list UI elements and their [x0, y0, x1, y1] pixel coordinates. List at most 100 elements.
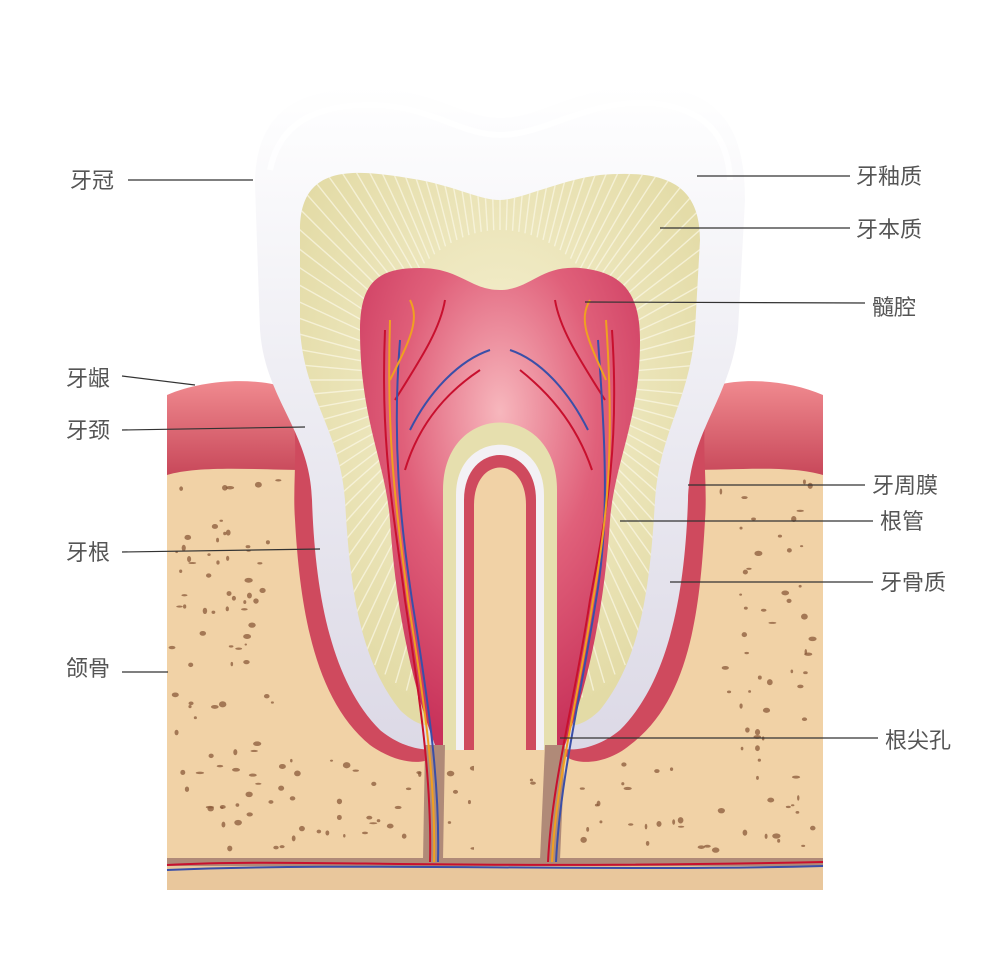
label-root: 牙根: [66, 541, 110, 566]
bone-pore: [644, 823, 648, 830]
bone-pore: [717, 807, 725, 814]
bone-pore: [768, 621, 777, 624]
bone-pore: [174, 729, 179, 736]
bone-pore: [179, 486, 184, 491]
bone-pore: [257, 562, 263, 565]
dentin-tubule: [345, 172, 421, 269]
bone-pore: [235, 803, 240, 807]
bone-pore: [325, 830, 330, 836]
bone-pore: [216, 764, 224, 768]
bone-pore: [244, 577, 253, 583]
bone-pore: [245, 791, 253, 798]
bone-pore: [294, 770, 301, 777]
dentin-tubule: [394, 172, 447, 247]
bone-pore: [188, 705, 192, 709]
bone-pore: [376, 819, 381, 823]
dentin-tubule: [553, 172, 606, 247]
bone-pore: [401, 833, 407, 839]
bone-pore: [760, 608, 767, 612]
bone-pore: [416, 771, 422, 775]
bone-pore: [628, 823, 634, 826]
label-cementum: 牙骨质: [880, 571, 946, 596]
bone-pore: [739, 703, 743, 709]
dentin-tubule: [364, 172, 431, 259]
bone-pore: [232, 767, 240, 772]
bone-pore: [253, 741, 262, 747]
bone-pore: [226, 555, 230, 561]
dentin-tubule: [300, 394, 381, 417]
bone-pore: [447, 821, 452, 824]
bone-pore: [807, 482, 813, 489]
dentin-tubule: [300, 410, 383, 452]
bone-pore: [211, 610, 216, 614]
dentin-tubule: [475, 172, 489, 231]
bone-pore: [222, 484, 228, 491]
dentin-tubule: [596, 179, 687, 293]
dentin-tubule: [542, 172, 584, 241]
bone-pore: [298, 825, 305, 832]
bone-pore: [711, 847, 720, 853]
bone-pore: [739, 526, 743, 530]
bone-pore: [801, 613, 808, 620]
bone-pore: [795, 810, 800, 814]
bone-pore: [790, 669, 794, 674]
bone-pore: [270, 701, 274, 704]
dentin-tubule: [405, 172, 452, 244]
bone-pore: [245, 545, 251, 549]
bone-pore: [278, 785, 285, 791]
bone-pore: [259, 587, 266, 594]
bone-pore: [371, 781, 377, 787]
dentin-tubule: [451, 172, 476, 234]
label-dentin: 牙本质: [856, 218, 922, 243]
dentin-tubule: [354, 172, 426, 264]
bone-pore: [772, 833, 781, 839]
label-crown: 牙冠: [70, 169, 114, 194]
bone-pore: [180, 769, 186, 775]
bone-pore: [231, 595, 236, 601]
bone-pore: [352, 769, 359, 772]
bone-pore: [798, 584, 802, 588]
bone-pore: [669, 767, 674, 772]
label-neck: 牙颈: [66, 419, 110, 444]
bone-pore: [810, 825, 816, 831]
dentin-tubule: [336, 172, 416, 275]
bone-pore: [241, 608, 248, 611]
bone-pore: [234, 819, 242, 826]
dentin-tubule: [463, 172, 482, 232]
bone-pore: [757, 675, 762, 680]
label-periodontal-membrane: 牙周膜: [872, 474, 938, 499]
bone-pore: [290, 758, 293, 763]
dentin-tubule: [320, 172, 408, 287]
bone-pore: [244, 643, 248, 646]
bone-pore: [621, 782, 625, 786]
label-pulp-cavity: 髓腔: [872, 296, 916, 321]
bone-pore: [193, 716, 197, 720]
bone-pore: [243, 600, 247, 604]
bone-pore: [697, 845, 705, 849]
bone-pore: [208, 753, 214, 759]
bone-pore: [800, 545, 804, 548]
label-gum: 牙龈: [66, 367, 110, 392]
bone-pore: [228, 645, 234, 648]
bone-pore: [188, 662, 194, 668]
dentin-tubule: [511, 172, 525, 231]
bone-pore: [199, 630, 207, 636]
bone-pore: [756, 775, 759, 780]
bone-pore: [645, 840, 650, 846]
bone-pore: [742, 829, 748, 836]
bone-pore: [223, 531, 227, 536]
bone-pore: [265, 540, 270, 545]
enamel-highlight: [267, 99, 733, 181]
bone-pore: [230, 661, 234, 667]
bone-pore: [250, 749, 258, 753]
bone-pore: [599, 820, 603, 824]
dentin-tubule: [584, 172, 664, 275]
dentin-tubule: [574, 172, 646, 264]
dentin-tubule: [579, 172, 655, 269]
dentin-tubule: [428, 172, 464, 238]
bone-pore: [755, 745, 760, 752]
bone-pore: [743, 606, 748, 610]
bone-pore: [796, 509, 804, 513]
bone-pore: [342, 762, 351, 769]
bone-pore: [721, 665, 729, 670]
